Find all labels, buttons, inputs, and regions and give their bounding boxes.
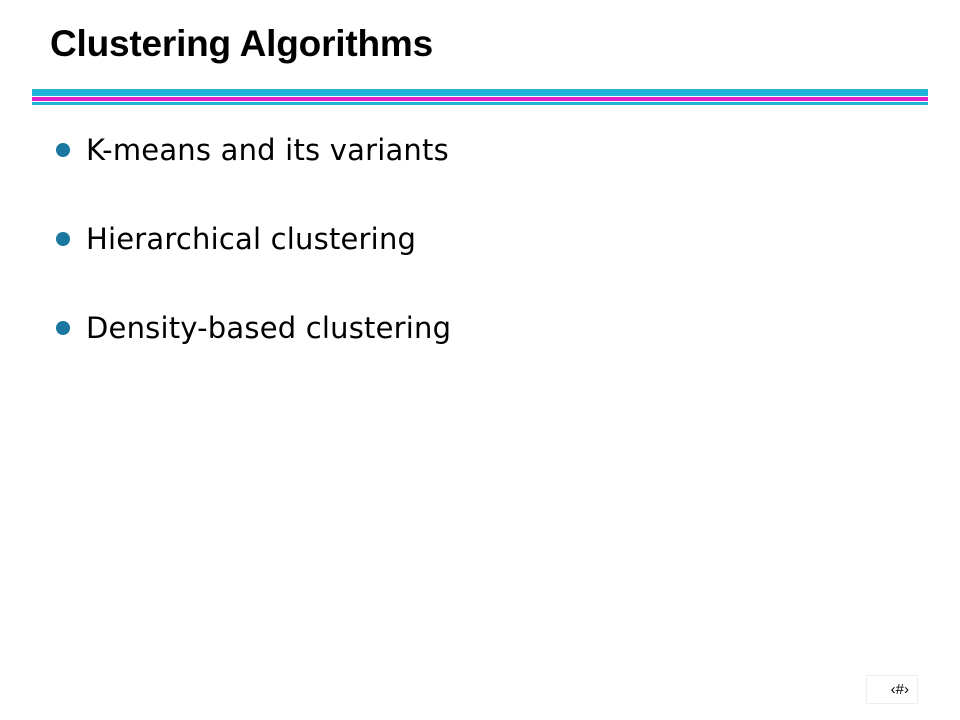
bullet-dot-icon: [56, 321, 70, 335]
bullet-item: Density-based clustering: [56, 306, 451, 350]
bullet-list: K-means and its variants Hierarchical cl…: [56, 128, 451, 395]
bullet-text: Hierarchical clustering: [86, 222, 417, 256]
title-rule-middle: [32, 97, 928, 101]
bullet-text: K-means and its variants: [86, 133, 449, 167]
bullet-item: Hierarchical clustering: [56, 217, 451, 261]
title-rule-top: [32, 89, 928, 96]
bullet-dot-icon: [56, 232, 70, 246]
page-number: ‹#›: [866, 675, 918, 704]
title-rule-bottom: [32, 102, 928, 105]
bullet-dot-icon: [56, 143, 70, 157]
bullet-text: Density-based clustering: [86, 311, 452, 345]
slide-title: Clustering Algorithms: [50, 23, 433, 64]
bullet-item: K-means and its variants: [56, 128, 451, 172]
